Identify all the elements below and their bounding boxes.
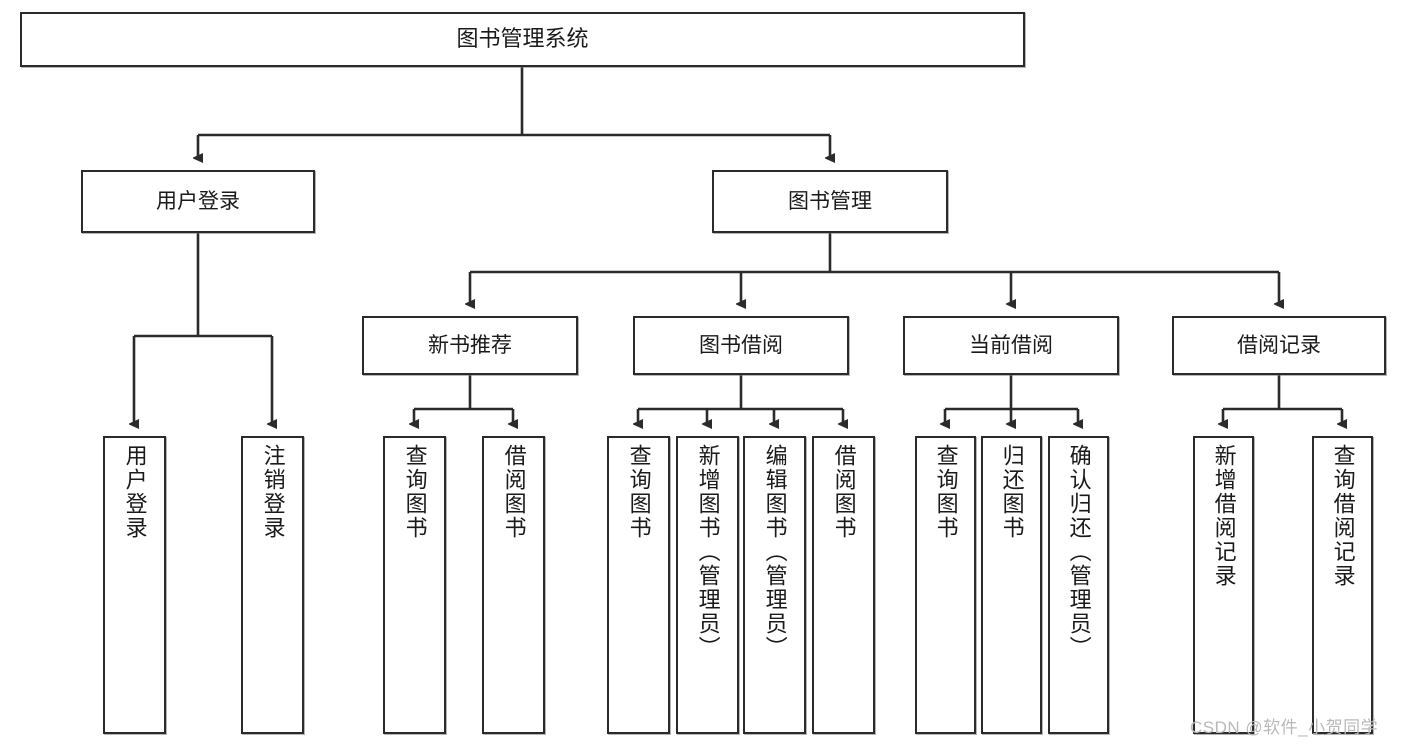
node-leaf-edit-book-admin[interactable]: 编辑图书（管理员）	[743, 436, 806, 734]
node-leaf-query-book-newbook[interactable]: 查询图书	[383, 436, 446, 734]
node-label: 图书借阅	[699, 333, 783, 357]
node-label: 确认归还（管理员）	[1066, 444, 1092, 660]
node-leaf-return-book[interactable]: 归还图书	[981, 436, 1042, 734]
node-label: 归还图书	[999, 444, 1025, 540]
node-leaf-borrow-book[interactable]: 借阅图书	[812, 436, 875, 734]
node-label: 图书管理	[788, 189, 872, 213]
node-label: 图书管理系统	[456, 26, 589, 52]
node-label: 当前借阅	[969, 333, 1053, 357]
node-label: 新增借阅记录	[1211, 444, 1237, 588]
node-label: 用户登录	[156, 189, 240, 213]
node-label: 查询借阅记录	[1330, 444, 1356, 588]
node-leaf-query-borrow-record[interactable]: 查询借阅记录	[1312, 436, 1373, 734]
node-leaf-query-book-borrow[interactable]: 查询图书	[607, 436, 670, 734]
node-new-book-recommend[interactable]: 新书推荐	[362, 316, 578, 375]
node-leaf-confirm-return-admin[interactable]: 确认归还（管理员）	[1048, 436, 1109, 734]
node-leaf-borrow-book-newbook[interactable]: 借阅图书	[482, 436, 545, 734]
node-book-management[interactable]: 图书管理	[712, 170, 948, 233]
node-book-borrow[interactable]: 图书借阅	[633, 316, 849, 375]
node-label: 查询图书	[626, 444, 652, 540]
watermark: CSDN @软件_小贺同学	[1190, 718, 1379, 737]
node-label: 新书推荐	[428, 333, 512, 357]
node-label: 借阅图书	[831, 444, 857, 540]
node-user-login[interactable]: 用户登录	[81, 170, 315, 233]
node-label: 新增图书（管理员）	[695, 444, 721, 660]
node-label: 注销登录	[260, 444, 286, 540]
node-root-book-management-system[interactable]: 图书管理系统	[20, 12, 1025, 67]
node-label: 查询图书	[402, 444, 428, 540]
node-label: 查询图书	[933, 444, 959, 540]
node-leaf-add-borrow-record[interactable]: 新增借阅记录	[1193, 436, 1254, 734]
node-label: 借阅图书	[501, 444, 527, 540]
node-label: 编辑图书（管理员）	[762, 444, 788, 660]
node-leaf-user-login[interactable]: 用户登录	[103, 436, 166, 734]
node-borrow-record[interactable]: 借阅记录	[1172, 316, 1386, 375]
node-label: 用户登录	[122, 444, 148, 540]
node-label: 借阅记录	[1237, 333, 1321, 357]
node-current-borrow[interactable]: 当前借阅	[903, 316, 1119, 375]
node-leaf-logout[interactable]: 注销登录	[241, 436, 304, 734]
node-leaf-query-book-current[interactable]: 查询图书	[915, 436, 976, 734]
node-leaf-add-book-admin[interactable]: 新增图书（管理员）	[676, 436, 739, 734]
